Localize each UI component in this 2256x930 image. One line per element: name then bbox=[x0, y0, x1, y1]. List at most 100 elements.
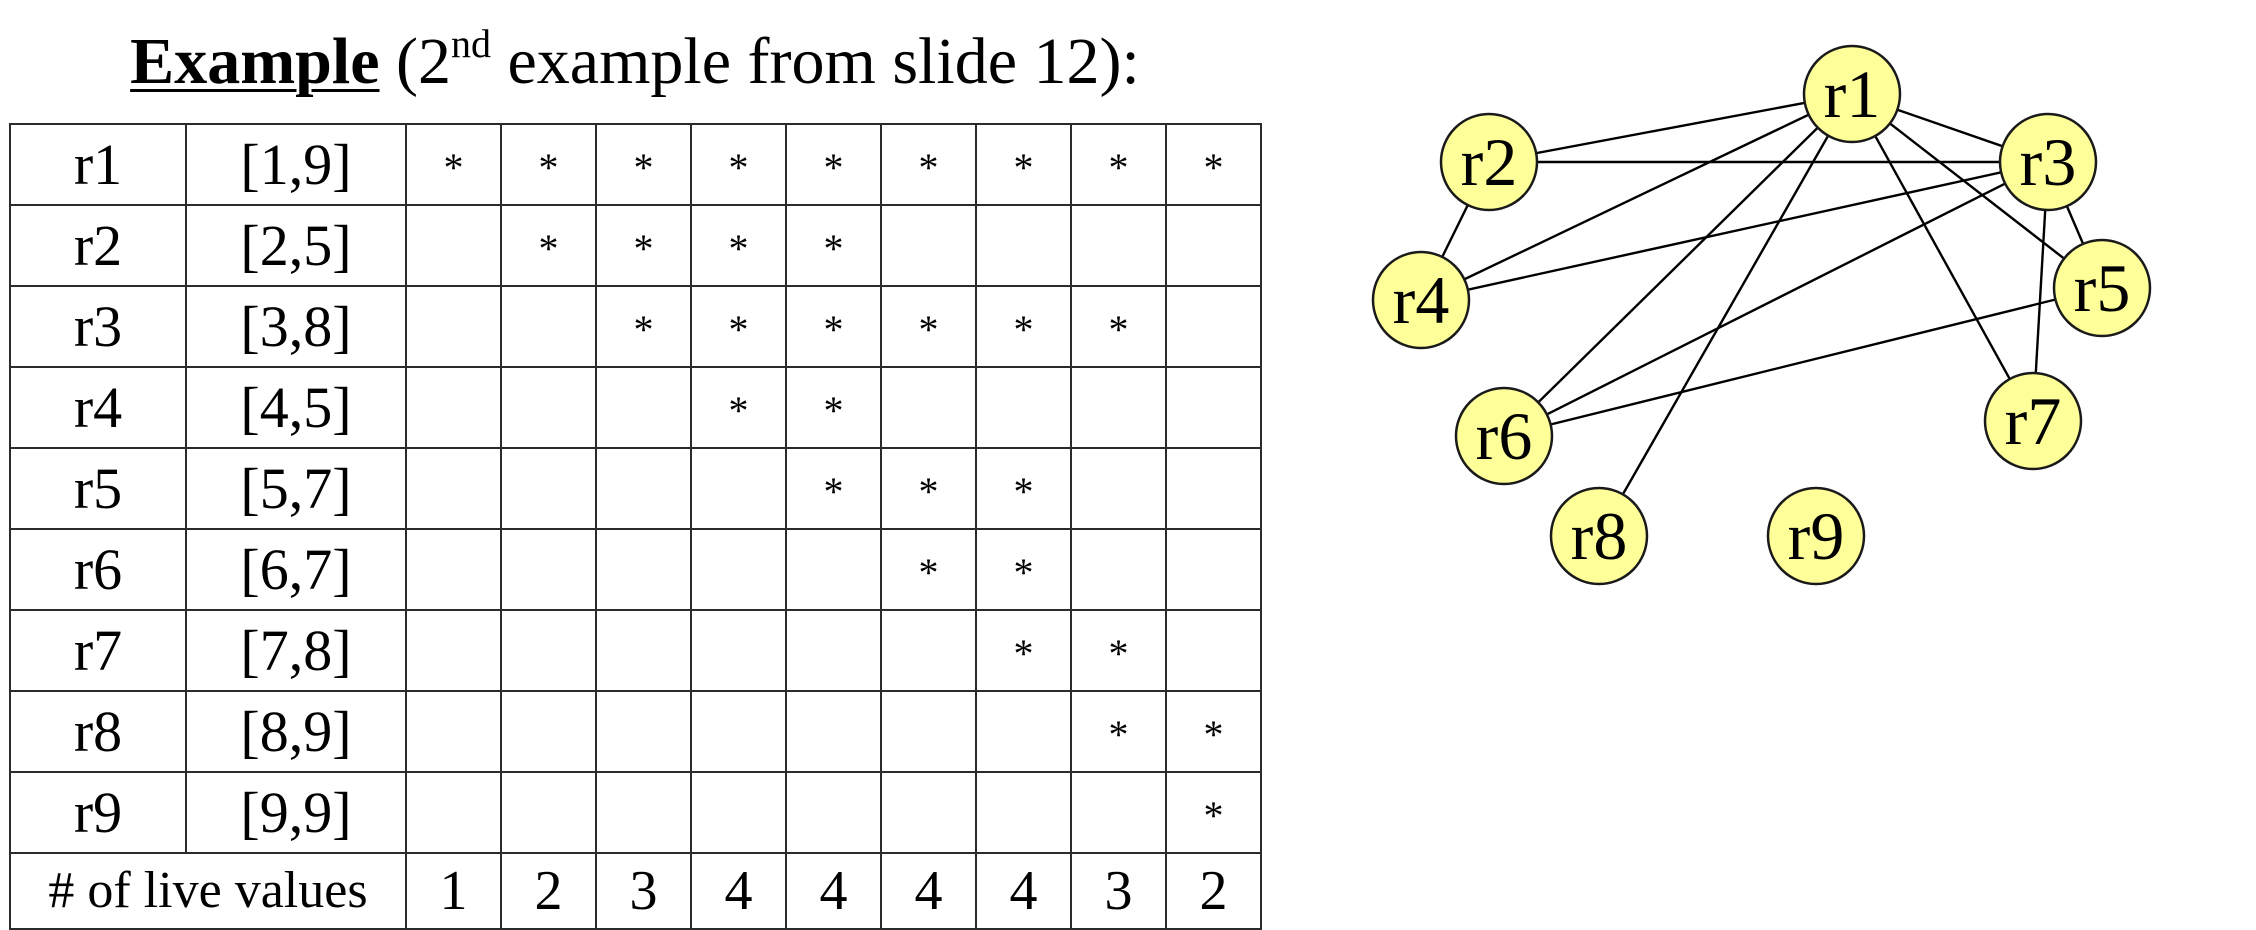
live-range-cell: [5,7] bbox=[185, 447, 407, 530]
live-mark-cell bbox=[1165, 285, 1262, 368]
live-mark-cell bbox=[880, 771, 977, 854]
live-mark-cell: * bbox=[1070, 690, 1167, 773]
live-mark-cell bbox=[1070, 528, 1167, 611]
live-mark-cell: * bbox=[1165, 123, 1262, 206]
live-mark-cell: * bbox=[785, 204, 882, 287]
live-mark-cell bbox=[690, 609, 787, 692]
edge-r1-r4 bbox=[1420, 92, 1853, 302]
register-name-cell: r8 bbox=[9, 690, 187, 773]
live-mark-cell bbox=[1165, 366, 1262, 449]
live-mark-cell bbox=[785, 609, 882, 692]
register-name-cell: r5 bbox=[9, 447, 187, 530]
live-mark-cell bbox=[1165, 447, 1262, 530]
live-mark-cell bbox=[975, 204, 1072, 287]
live-mark-cell bbox=[500, 366, 597, 449]
table-row: r7[7,8]** bbox=[9, 609, 1262, 692]
register-name-cell: r3 bbox=[9, 285, 187, 368]
table-row: r8[8,9]** bbox=[9, 690, 1262, 773]
node-circle bbox=[2052, 238, 2152, 338]
graph-node-r9: r9 bbox=[1766, 486, 1866, 586]
title-superscript: nd bbox=[451, 21, 491, 66]
live-mark-cell: * bbox=[1070, 285, 1167, 368]
live-mark-cell bbox=[975, 771, 1072, 854]
live-mark-cell: * bbox=[690, 366, 787, 449]
live-mark-cell: * bbox=[785, 366, 882, 449]
live-mark-cell bbox=[500, 609, 597, 692]
live-mark-cell bbox=[595, 528, 692, 611]
graph-node-r2: r2 bbox=[1439, 112, 1539, 212]
live-range-cell: [6,7] bbox=[185, 528, 407, 611]
live-mark-cell bbox=[1165, 204, 1262, 287]
live-mark-cell bbox=[785, 771, 882, 854]
live-mark-cell: * bbox=[785, 447, 882, 530]
live-mark-cell bbox=[405, 285, 502, 368]
title-pre: (2 bbox=[379, 25, 451, 98]
table-row: r5[5,7]*** bbox=[9, 447, 1262, 530]
live-mark-cell: * bbox=[785, 123, 882, 206]
node-label: r4 bbox=[1393, 262, 1450, 338]
live-mark-cell: * bbox=[405, 123, 502, 206]
node-label: r5 bbox=[2074, 250, 2131, 326]
node-circle bbox=[1439, 112, 1539, 212]
live-range-table: r1[1,9]*********r2[2,5]****r3[3,8]******… bbox=[9, 123, 1262, 930]
live-mark-cell bbox=[880, 366, 977, 449]
register-name-cell: r6 bbox=[9, 528, 187, 611]
live-mark-cell: * bbox=[500, 204, 597, 287]
node-label: r2 bbox=[1461, 124, 1518, 200]
live-count-cell: 2 bbox=[1165, 852, 1262, 930]
live-count-cell: 2 bbox=[500, 852, 597, 930]
live-mark-cell bbox=[1070, 771, 1167, 854]
live-range-cell: [7,8] bbox=[185, 609, 407, 692]
live-range-cell: [1,9] bbox=[185, 123, 407, 206]
live-count-cell: 4 bbox=[880, 852, 977, 930]
edge-r5-r6 bbox=[1503, 286, 2103, 438]
edge-r1-r8 bbox=[1597, 93, 1854, 537]
live-count-cell: 1 bbox=[405, 852, 502, 930]
live-mark-cell: * bbox=[500, 123, 597, 206]
live-mark-cell bbox=[880, 609, 977, 692]
node-circle bbox=[1549, 486, 1649, 586]
table-row: r6[6,7] ** bbox=[9, 528, 1262, 611]
live-range-cell: [3,8] bbox=[185, 285, 407, 368]
live-mark-cell bbox=[405, 528, 502, 611]
live-mark-cell bbox=[405, 366, 502, 449]
live-mark-cell bbox=[690, 528, 787, 611]
live-count-cell: 4 bbox=[690, 852, 787, 930]
live-mark-cell bbox=[690, 771, 787, 854]
node-circle bbox=[1766, 486, 1866, 586]
live-mark-cell: * bbox=[690, 285, 787, 368]
live-mark-cell bbox=[595, 690, 692, 773]
live-values-label: # of live values bbox=[9, 852, 407, 930]
live-mark-cell: * bbox=[595, 285, 692, 368]
register-name-cell: r9 bbox=[9, 771, 187, 854]
live-range-cell: [9,9] bbox=[185, 771, 407, 854]
register-name-cell: r1 bbox=[9, 123, 187, 206]
node-label: r3 bbox=[2020, 124, 2077, 200]
node-label: r7 bbox=[2005, 383, 2062, 459]
table-row: r9[9,9]* bbox=[9, 771, 1262, 854]
edge-r3-r6 bbox=[1503, 160, 2049, 438]
live-mark-cell bbox=[595, 366, 692, 449]
live-mark-cell bbox=[500, 771, 597, 854]
live-mark-cell bbox=[690, 447, 787, 530]
live-mark-cell: * bbox=[975, 123, 1072, 206]
table-row: r2[2,5]**** bbox=[9, 204, 1262, 287]
live-mark-cell bbox=[880, 690, 977, 773]
live-mark-cell bbox=[1070, 447, 1167, 530]
live-mark-cell bbox=[595, 771, 692, 854]
node-label: r1 bbox=[1824, 56, 1881, 132]
live-mark-cell bbox=[405, 771, 502, 854]
live-mark-cell bbox=[500, 447, 597, 530]
live-mark-cell bbox=[880, 204, 977, 287]
live-mark-cell bbox=[405, 690, 502, 773]
live-mark-cell: * bbox=[975, 528, 1072, 611]
live-mark-cell: * bbox=[880, 528, 977, 611]
graph-node-r5: r5 bbox=[2052, 238, 2152, 338]
live-mark-cell bbox=[1070, 204, 1167, 287]
live-mark-cell: * bbox=[880, 285, 977, 368]
live-mark-cell: * bbox=[975, 285, 1072, 368]
register-name-cell: r2 bbox=[9, 204, 187, 287]
live-mark-cell bbox=[595, 447, 692, 530]
table-row: r1[1,9]********* bbox=[9, 123, 1262, 206]
